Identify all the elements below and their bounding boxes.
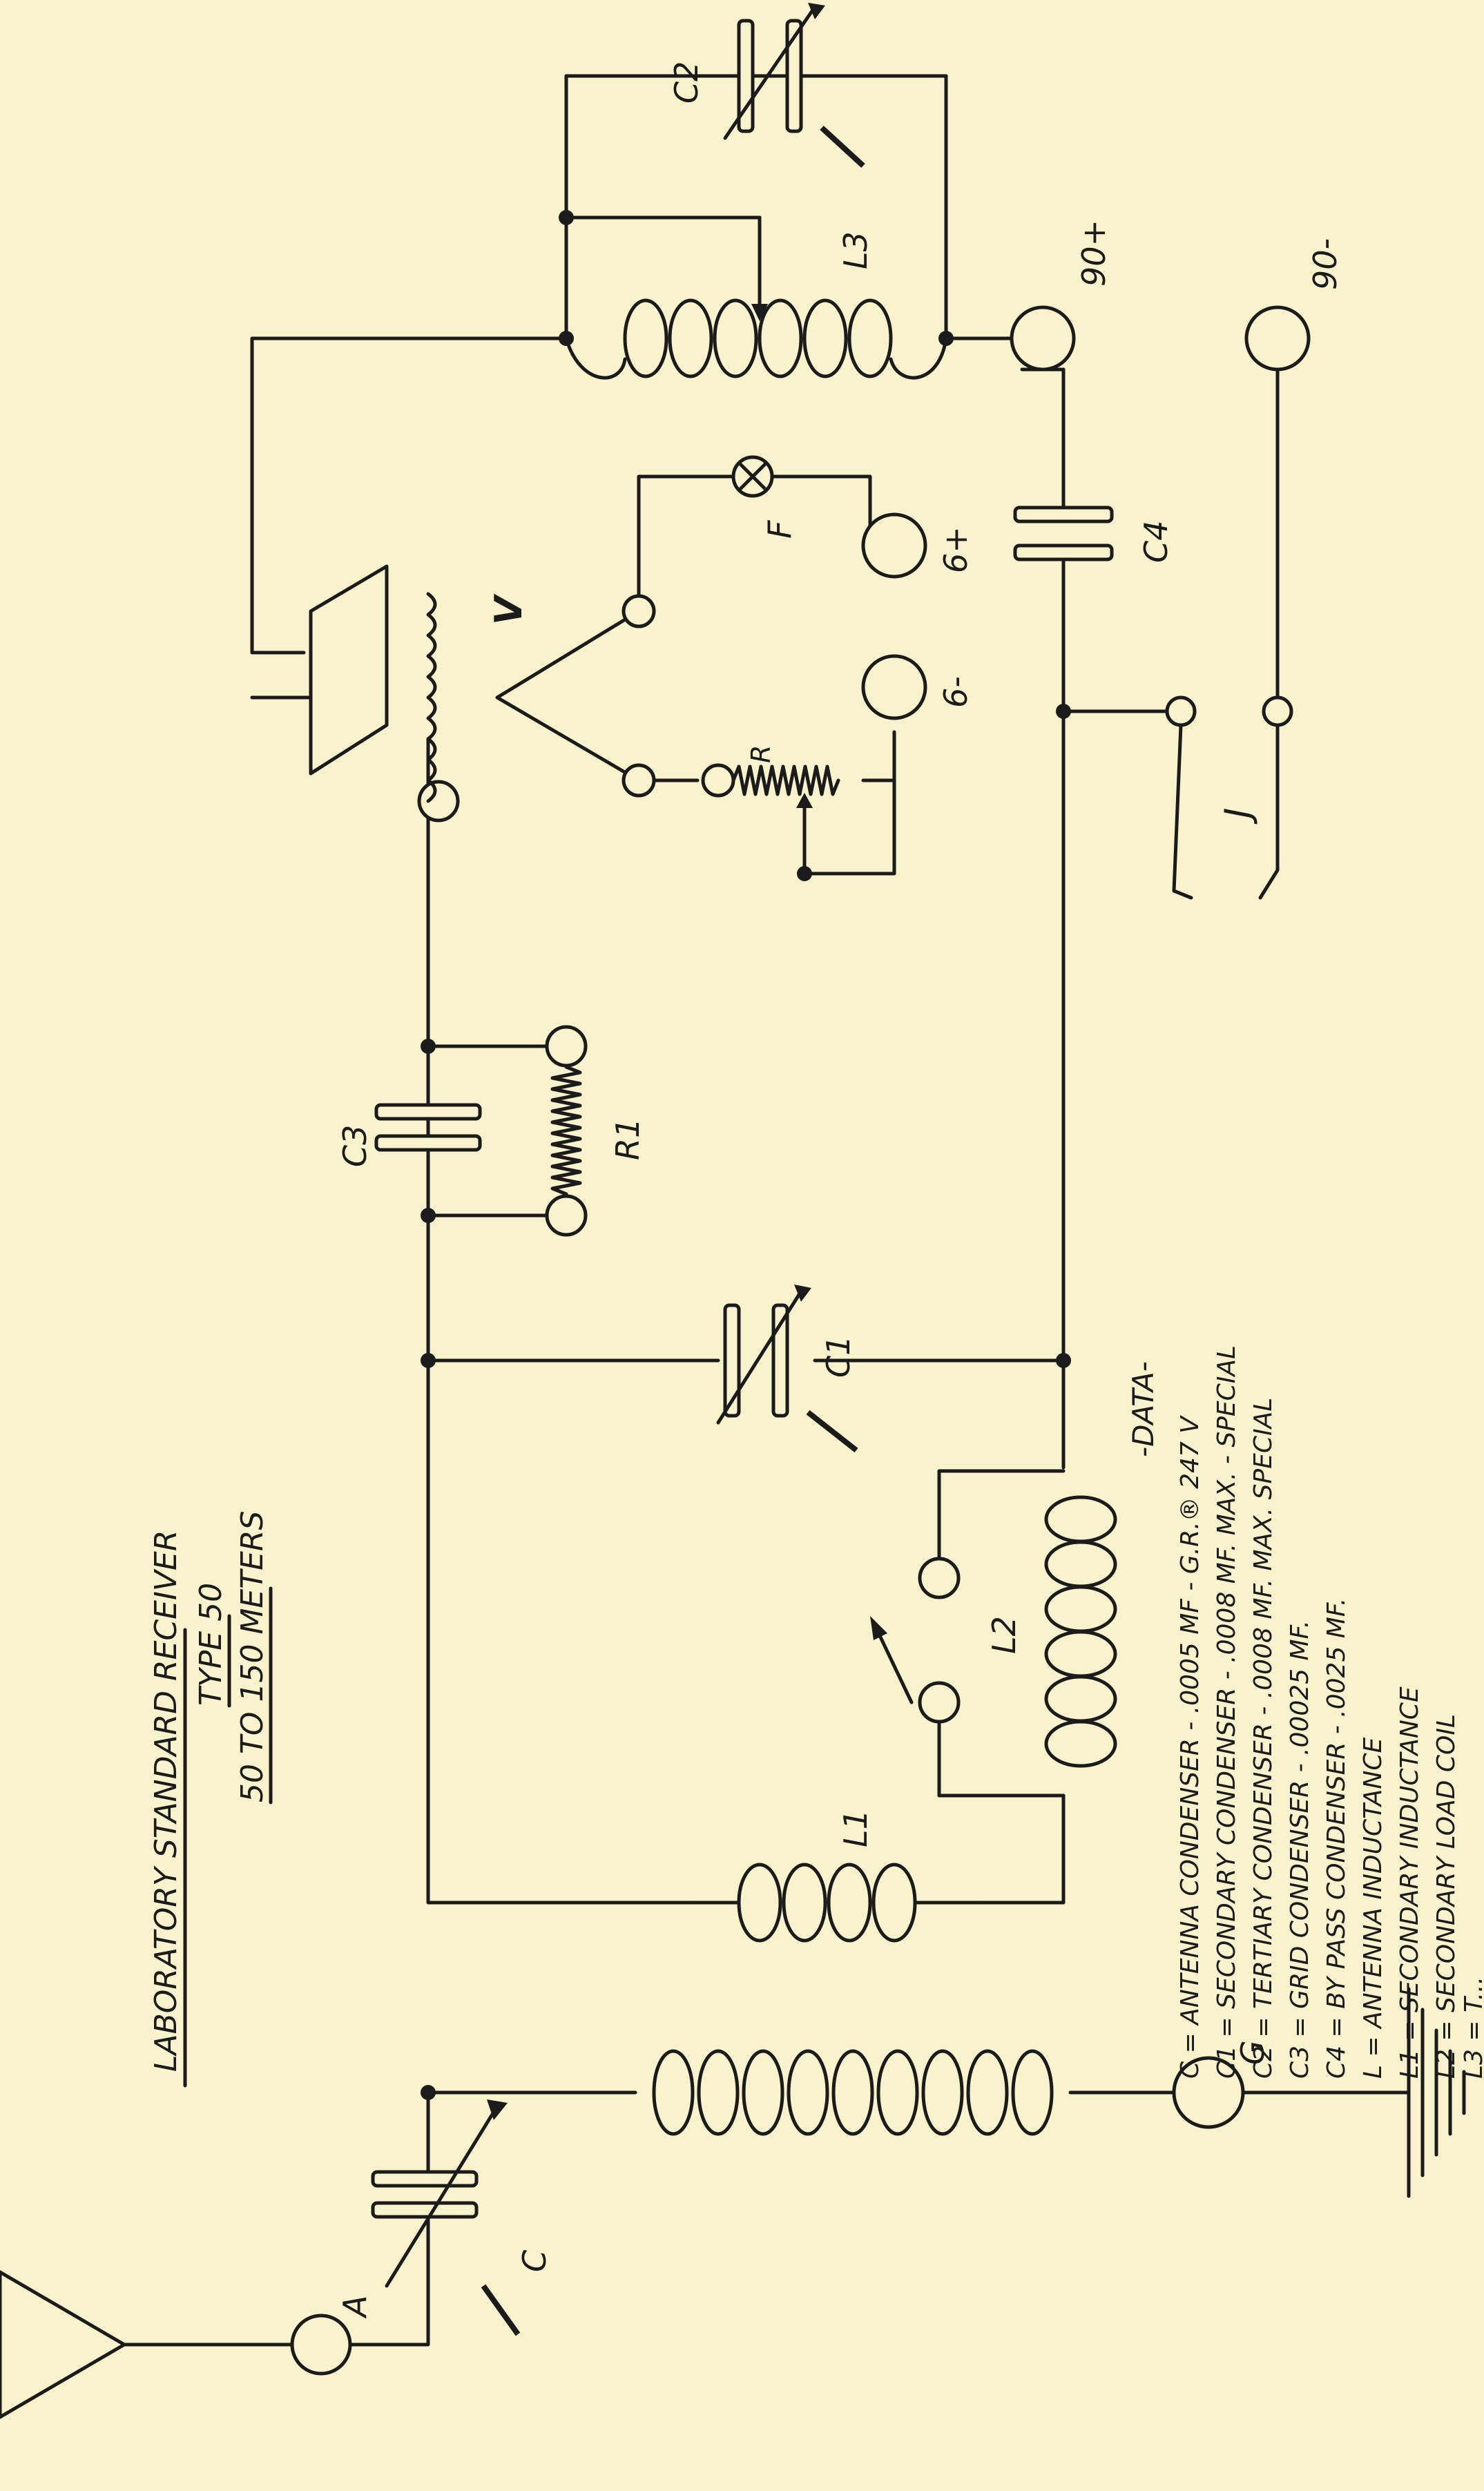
- a-plus-terminal: [861, 512, 927, 579]
- b-minus-terminal: [1244, 305, 1311, 372]
- label-cap-c4: C4: [1137, 521, 1175, 563]
- grid-condenser: [374, 1044, 482, 1218]
- label-coil-l1: L1: [837, 1809, 874, 1847]
- secondary-load-coil-l2: [1044, 1495, 1117, 1768]
- secondary-condenser: [716, 1285, 858, 1453]
- ground-symbol: [1407, 1987, 1466, 2198]
- label-b-plus: 90+: [1075, 220, 1112, 287]
- a-minus-terminal: [861, 654, 927, 720]
- rheostat: [701, 763, 840, 876]
- tickler-coil-l3: [564, 215, 948, 380]
- label-cap-c3: C3: [336, 1125, 374, 1167]
- antenna-symbol: [0, 2270, 126, 2419]
- label-jack: J: [1217, 808, 1259, 825]
- r1-terminal-bottom: [545, 1194, 588, 1237]
- legend-line: L1 = SECONDARY INDUCTANCE: [1396, 1686, 1424, 2079]
- label-a-minus: 6-: [937, 676, 974, 708]
- label-ground-terminal: G: [1234, 2040, 1271, 2065]
- legend-line: L3 = T...: [1460, 1977, 1484, 2079]
- data-legend: -DATA- C = ANTENNA CONDENSER - .0005 MF …: [1126, 1345, 1484, 2079]
- tertiary-condenser: [723, 3, 865, 168]
- label-antenna-terminal: A: [336, 2296, 374, 2319]
- jack-contact-a: [1165, 695, 1197, 727]
- label-cap-c: C: [516, 2250, 553, 2272]
- r1-terminal-top: [545, 1025, 588, 1068]
- l2-tap-top: [918, 1557, 961, 1599]
- label-rheostat: R: [746, 745, 776, 763]
- fuse-lamp: [731, 455, 774, 498]
- label-a-plus: 6+: [937, 526, 974, 573]
- label-cap-c1: C1: [820, 1336, 857, 1378]
- legend-line: L2 = SECONDARY LOAD COIL: [1432, 1714, 1461, 2079]
- jack-contact-b: [1262, 695, 1293, 727]
- antenna-inductance-coil: [652, 2049, 1054, 2136]
- filament-pin-top: [621, 594, 656, 628]
- l2-tap-switch: [870, 1616, 914, 1704]
- legend-line: C4 = BY PASS CONDENSER - .0025 MF.: [1322, 1598, 1351, 2079]
- legend-line: C3 = GRID CONDENSER - .00025 MF.: [1286, 1620, 1314, 2079]
- l2-tap-bottom: [918, 1681, 961, 1724]
- legend-line: L = ANTENNA INDUCTANCE: [1359, 1738, 1387, 2079]
- label-coil-l3: L3: [837, 231, 874, 269]
- title-line-2: TYPE 50: [193, 1583, 229, 1706]
- label-fuse: F: [761, 520, 798, 539]
- antenna-terminal: [290, 2314, 352, 2376]
- grid-terminal: [417, 780, 460, 823]
- title-line-1: LABORATORY STANDARD RECEIVER: [148, 1530, 184, 2072]
- label-grid-leak: R1: [609, 1118, 646, 1160]
- grid-leak-resistor: [550, 1065, 582, 1196]
- tube-plate: [250, 564, 389, 776]
- ground-terminal: [1172, 2056, 1245, 2129]
- phone-jack: [1172, 723, 1280, 900]
- plate-coil: [426, 592, 437, 803]
- legend-line: C2 = TERTIARY CONDENSER - .0008 MF. MAX.…: [1249, 1398, 1278, 2079]
- legend-line: C = ANTENNA CONDENSER - .0005 MF - G.R.®…: [1176, 1415, 1204, 2079]
- antenna-condenser: [371, 2099, 521, 2336]
- bypass-condenser: [1013, 488, 1114, 579]
- secondary-inductance-coil-l1: [692, 1863, 983, 1943]
- label-tube-v: V: [487, 593, 530, 625]
- legend-heading: -DATA-: [1126, 1361, 1160, 1457]
- filament-pin-bottom: [621, 763, 656, 798]
- title-line-3: 50 TO 150 METERS: [235, 1511, 270, 1802]
- legend-line: C1 = SECONDARY CONDENSER - .0008 MF. MAX…: [1213, 1345, 1241, 2079]
- label-cap-c2: C2: [668, 61, 705, 104]
- label-b-minus: 90-: [1307, 238, 1344, 290]
- title-block: LABORATORY STANDARD RECEIVER TYPE 50 50 …: [148, 1511, 273, 2088]
- label-coil-l2: L2: [985, 1616, 1023, 1654]
- b-plus-terminal: [1010, 305, 1076, 372]
